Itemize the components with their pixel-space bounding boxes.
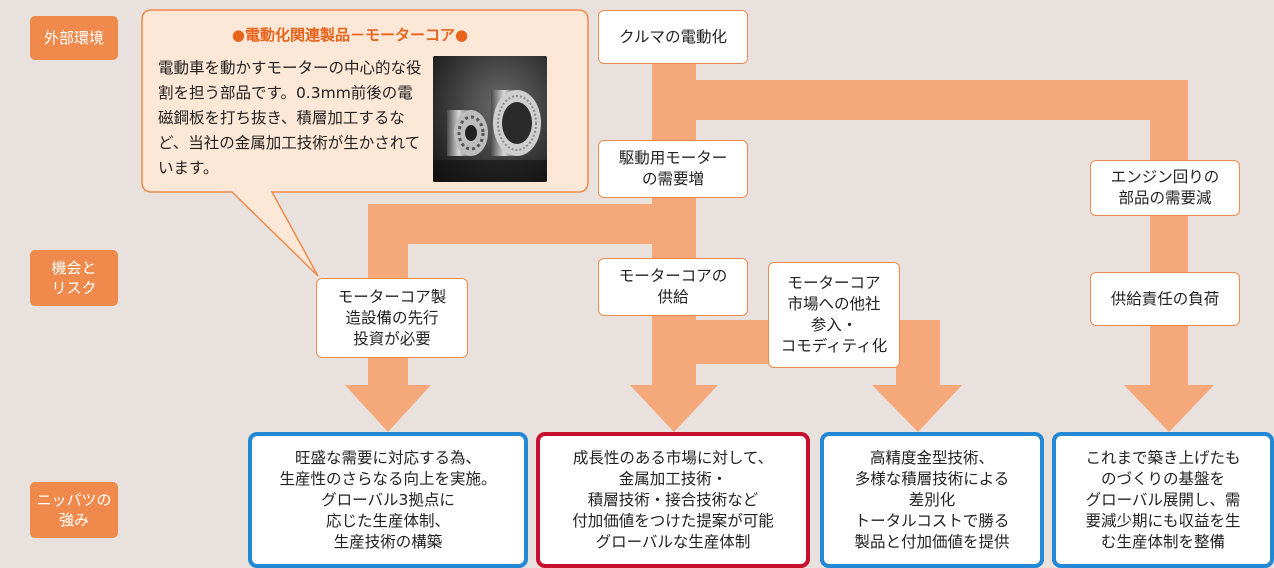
callout-title: ●電動化関連製品－モーターコア●	[231, 26, 469, 44]
arrowhead-2	[630, 385, 718, 432]
strength-box-2: 成長性のある市場に対して、 金属加工技術・ 積層技術・接合技術など 付加価値をつ…	[536, 432, 810, 568]
arrowhead-3	[872, 385, 962, 432]
strength-box-4: これまで築き上げたも のづくりの基盤を グローバル展開し、需 要減少期にも収益を…	[1052, 432, 1274, 568]
motor-core-photo	[433, 56, 547, 182]
strength-box-3: 高精度金型技術、 多様な積層技術による 差別化 トータルコストで勝る 製品と付加…	[820, 432, 1044, 568]
node-core-supply: モーターコアの 供給	[598, 258, 748, 316]
row-label-opportunity-risk: 機会と リスク	[30, 250, 118, 306]
node-electrification: クルマの電動化	[598, 10, 748, 64]
node-equipment-investment: モーターコア製 造設備の先行 投資が必要	[316, 278, 468, 358]
callout-text: 電動車を動かすモーターの中心的な役割を担う部品です。0.3mm前後の電磁鋼板を打…	[158, 59, 422, 177]
node-engine-parts-decline: エンジン回りの 部品の需要減	[1090, 160, 1240, 216]
node-supply-burden: 供給責任の負荷	[1090, 272, 1240, 326]
row-label-environment: 外部環境	[30, 16, 118, 60]
arrowhead-4	[1124, 385, 1214, 432]
arrowhead-1	[345, 385, 431, 432]
branch-right-arrow	[696, 80, 1188, 120]
node-competition: モーターコア 市場への他社 参入・ コモディティ化	[768, 262, 900, 368]
strength-box-1: 旺盛な需要に対応する為、 生産性のさらなる向上を実施。 グローバル3拠点に 応じ…	[248, 432, 528, 568]
node-motor-demand: 駆動用モーター の需要増	[598, 140, 748, 198]
mid-drop-arrow	[896, 320, 940, 390]
branch-left-arrow	[368, 204, 696, 244]
row-label-strength: ニッパツの 強み	[30, 482, 118, 538]
